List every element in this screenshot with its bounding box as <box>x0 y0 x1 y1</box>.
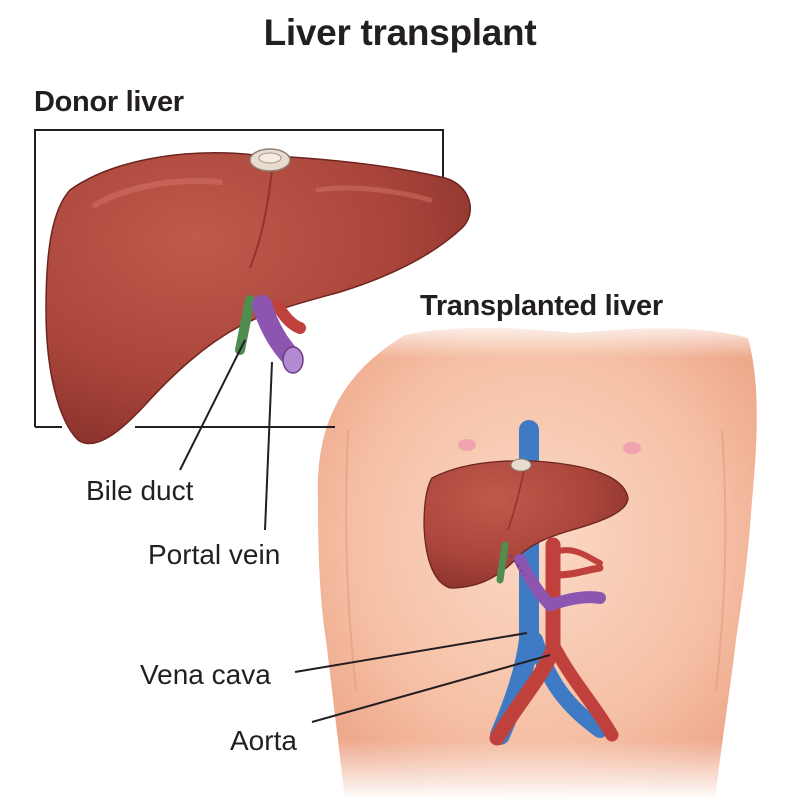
portal-vein <box>514 554 606 612</box>
donor-liver-heading: Donor liver <box>34 86 184 118</box>
page-title: Liver transplant <box>263 12 537 53</box>
aorta-leader <box>311 654 551 723</box>
right-nipple <box>623 442 641 454</box>
donor-vessels <box>235 295 306 374</box>
portal-vein-label: Portal vein <box>148 539 281 570</box>
transplanted-liver-heading: Transplanted liver <box>420 290 663 322</box>
bile-duct-leader <box>179 339 246 471</box>
aorta-label: Aorta <box>230 725 297 756</box>
vena-cava-leader <box>294 632 528 673</box>
portal-vein-leader <box>264 361 273 531</box>
donor-bracket <box>34 129 444 427</box>
left-nipple <box>458 439 476 451</box>
bile-duct-label: Bile duct <box>86 475 194 506</box>
vena-cava-label: Vena cava <box>140 659 271 690</box>
transplanted-liver <box>423 420 629 746</box>
